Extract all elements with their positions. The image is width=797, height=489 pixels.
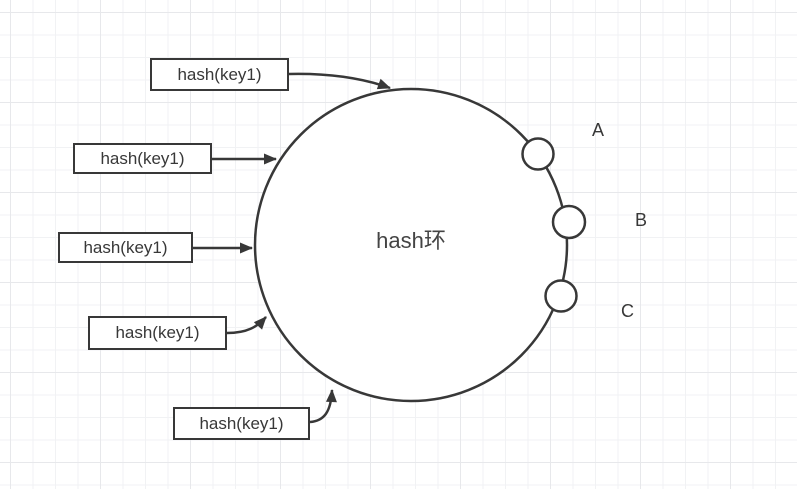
node-a-circle	[521, 137, 555, 171]
node-c-circle	[544, 279, 578, 313]
hash-key-box-5: hash(key1)	[173, 407, 310, 440]
hash-key-box-1: hash(key1)	[150, 58, 289, 91]
hash-ring-circle	[253, 87, 569, 403]
node-b-label: B	[635, 210, 648, 230]
ring-title: hash环	[376, 228, 446, 253]
arrow-key1-to-ring-top	[288, 72, 391, 90]
hash-key-box-2: hash(key1)	[73, 143, 212, 174]
arrow-key4-to-ring	[226, 316, 267, 335]
hash-key-box-3: hash(key1)	[58, 232, 193, 263]
hash-key-box-4: hash(key1)	[88, 316, 227, 350]
node-c-label: C	[621, 301, 634, 321]
node-b-circle	[551, 204, 587, 240]
node-a-label: A	[592, 120, 605, 140]
arrow-key5-to-ring-bottom	[309, 389, 337, 424]
